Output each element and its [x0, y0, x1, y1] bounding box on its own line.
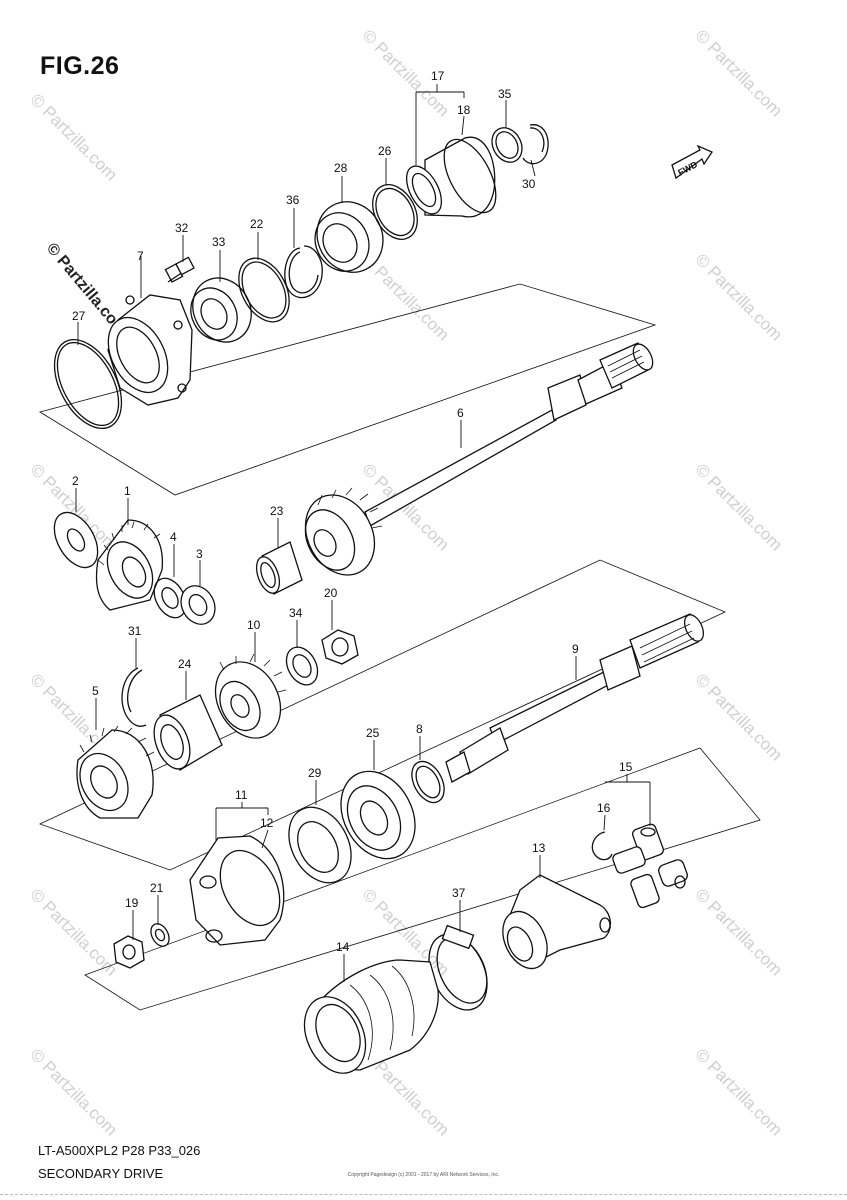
part-10-gear [214, 653, 287, 739]
callout-2: 2 [72, 474, 79, 488]
part-23-needle-bearing [255, 541, 303, 595]
callout-10: 10 [247, 618, 261, 632]
assembly-outline-middle [38, 559, 726, 871]
part-12-yoke [189, 835, 285, 946]
callout-5: 5 [92, 684, 99, 698]
part-27-o-ring [53, 338, 123, 430]
callout-19: 19 [125, 896, 139, 910]
part-8-ring [411, 760, 445, 804]
callout-13: 13 [532, 841, 546, 855]
callout-24: 24 [178, 657, 192, 671]
callout-15: 15 [619, 760, 633, 774]
part-16-circlip [591, 831, 613, 861]
callout-31: 31 [128, 624, 142, 638]
callout-3: 3 [196, 547, 203, 561]
model-code: LT-A500XPL2 P28 P33_026 [38, 1143, 201, 1158]
part-36-circlip [284, 245, 323, 299]
part-25-bearing [340, 770, 416, 860]
callout-34: 34 [289, 606, 303, 620]
part-1-bevel-gear [95, 519, 163, 611]
part-34-washer [285, 646, 319, 686]
callout-11: 11 [235, 788, 248, 802]
callout-30: 30 [522, 177, 536, 191]
callout-35: 35 [498, 87, 512, 101]
part-6-pinion-gear [304, 487, 383, 576]
callout-1: 1 [124, 484, 131, 498]
figure-title: FIG.26 [40, 52, 120, 80]
section-title: SECONDARY DRIVE [38, 1166, 164, 1181]
part-28-bearing [314, 201, 384, 273]
callout-36: 36 [286, 193, 300, 207]
part-15-universal-joint [612, 823, 688, 909]
callout-6: 6 [457, 406, 464, 420]
part-18-cup [405, 136, 497, 218]
callout-23: 23 [270, 504, 284, 518]
callout-28: 28 [334, 161, 348, 175]
callout-18: 18 [457, 103, 471, 117]
callout-21: 21 [150, 881, 164, 895]
part-19-nut [113, 935, 145, 969]
part-26-shim [372, 184, 418, 240]
callout-labels: 17 18 35 30 26 28 36 22 33 32 7 27 6 2 1… [72, 69, 633, 954]
callout-25: 25 [366, 726, 380, 740]
callout-16: 16 [597, 801, 611, 815]
part-24-bearing [153, 694, 223, 771]
callout-14: 14 [336, 940, 350, 954]
part-29-oil-seal [288, 806, 352, 884]
callout-8: 8 [416, 722, 423, 736]
part-30-circlip [522, 124, 549, 165]
leader-lines [75, 84, 651, 982]
part-33-bearing [190, 277, 252, 343]
part-13-slip-yoke [502, 874, 611, 970]
callout-33: 33 [212, 235, 226, 249]
fwd-arrow-icon: FWD [671, 144, 713, 180]
part-4-washer [153, 577, 187, 619]
callout-32: 32 [175, 221, 189, 235]
part-35-ring [491, 127, 523, 163]
part-9-output-shaft [445, 613, 705, 783]
callout-37: 37 [452, 886, 466, 900]
part-3-nut [180, 585, 216, 625]
callout-22: 22 [250, 217, 264, 231]
callout-27: 27 [72, 309, 86, 323]
part-2-washer [53, 511, 99, 569]
part-5-bevel-gear [76, 725, 155, 819]
callout-12: 12 [260, 816, 274, 830]
part-7-bearing-housing [107, 294, 193, 406]
assembly-outline-lower [84, 747, 761, 1011]
callout-4: 4 [170, 530, 177, 544]
part-31-circlip [121, 667, 147, 727]
callout-7: 7 [137, 249, 144, 263]
callout-20: 20 [324, 586, 338, 600]
part-14-boot [303, 959, 439, 1074]
assembly-outline-upper [38, 283, 657, 496]
copyright-notice: Copyright Pagedesign (c) 2001 - 2017 by … [347, 1172, 500, 1178]
part-22-shim [238, 257, 290, 323]
callout-26: 26 [378, 144, 392, 158]
callout-29: 29 [308, 766, 322, 780]
callout-9: 9 [572, 642, 579, 656]
part-32-bolt [164, 256, 195, 283]
part-6-drive-shaft [364, 342, 654, 527]
callout-17: 17 [431, 69, 445, 83]
part-20-nut [321, 629, 359, 665]
bottom-divider [0, 1194, 847, 1195]
part-21-washer [150, 923, 170, 947]
